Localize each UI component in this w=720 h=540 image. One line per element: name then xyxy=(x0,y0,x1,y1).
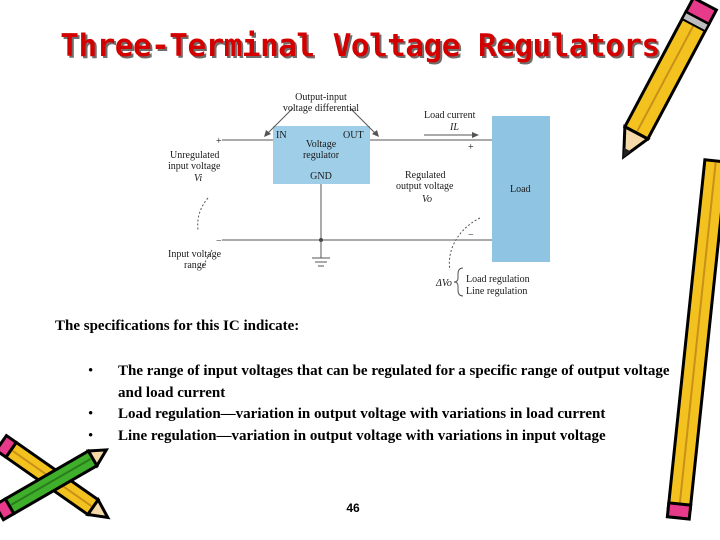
specifications-intro: The specifications for this IC indicate: xyxy=(55,318,300,334)
regulation-brace-icon xyxy=(453,267,464,297)
output-input-label-2: voltage differential xyxy=(283,103,359,114)
regulator-out-label: OUT xyxy=(343,130,364,141)
crossed-pencils-icon xyxy=(0,433,111,522)
unregulated-symbol: Vi xyxy=(194,173,202,184)
line-regulation-label: Line regulation xyxy=(466,286,527,297)
input-plus-sign: + xyxy=(216,136,222,147)
list-item-text: The range of input voltages that can be … xyxy=(118,363,670,401)
regulated-label-1: Regulated xyxy=(405,170,446,181)
slide-title: Three-Terminal Voltage Regulators xyxy=(60,28,660,64)
load-current-arrow-icon xyxy=(424,132,479,138)
output-input-label-1: Output-input xyxy=(295,92,347,103)
specifications-list: • The range of input voltages that can be… xyxy=(80,361,680,447)
bullet-icon: • xyxy=(88,406,94,422)
output-voltage-arc xyxy=(448,217,481,271)
bullet-icon: • xyxy=(88,363,94,379)
regulator-name-2: regulator xyxy=(303,150,340,161)
pencil-right-edge-icon xyxy=(665,158,720,521)
bullet-icon: • xyxy=(88,427,94,444)
load-label: Load xyxy=(510,184,531,195)
list-item: • The range of input voltages that can be… xyxy=(80,361,680,404)
input-minus-sign: − xyxy=(216,236,222,247)
regulator-in-label: IN xyxy=(276,130,287,141)
load-box xyxy=(492,116,550,262)
delta-vo-label: ΔVo xyxy=(435,278,452,289)
load-current-label: Load current xyxy=(424,110,476,121)
input-range-arc-upper xyxy=(197,197,209,231)
voltage-regulator-box xyxy=(273,126,370,184)
differential-arrows-icon xyxy=(264,107,379,137)
pencil-top-right-icon xyxy=(622,0,719,160)
input-range-arc-lower xyxy=(201,249,213,269)
page-number: 46 xyxy=(346,501,360,515)
list-item-text: Load regulation—variation in output volt… xyxy=(118,406,606,422)
regulator-name-1: Voltage xyxy=(306,139,337,150)
regulated-label-2: output voltage xyxy=(396,181,454,192)
input-range-label-1: Input voltage xyxy=(168,249,222,260)
regulator-gnd-label: GND xyxy=(310,171,332,182)
load-regulation-label: Load regulation xyxy=(466,274,530,285)
unregulated-label-1: Unregulated xyxy=(170,150,219,161)
list-item-text: Line regulation—variation in output volt… xyxy=(118,427,606,444)
output-minus-sign: − xyxy=(468,230,474,241)
list-item: • Load regulation—variation in output vol… xyxy=(80,404,680,426)
output-plus-sign: + xyxy=(468,142,474,153)
list-item: • Line regulation—variation in output vol… xyxy=(80,426,680,448)
ground-symbol-icon xyxy=(312,257,330,267)
load-current-symbol: IL xyxy=(449,122,459,133)
regulator-circuit-diagram: Output-input voltage differential Load c… xyxy=(168,92,550,297)
regulated-symbol: Vo xyxy=(422,194,432,205)
unregulated-label-2: input voltage xyxy=(168,161,221,172)
input-range-label-2: range xyxy=(184,260,207,271)
